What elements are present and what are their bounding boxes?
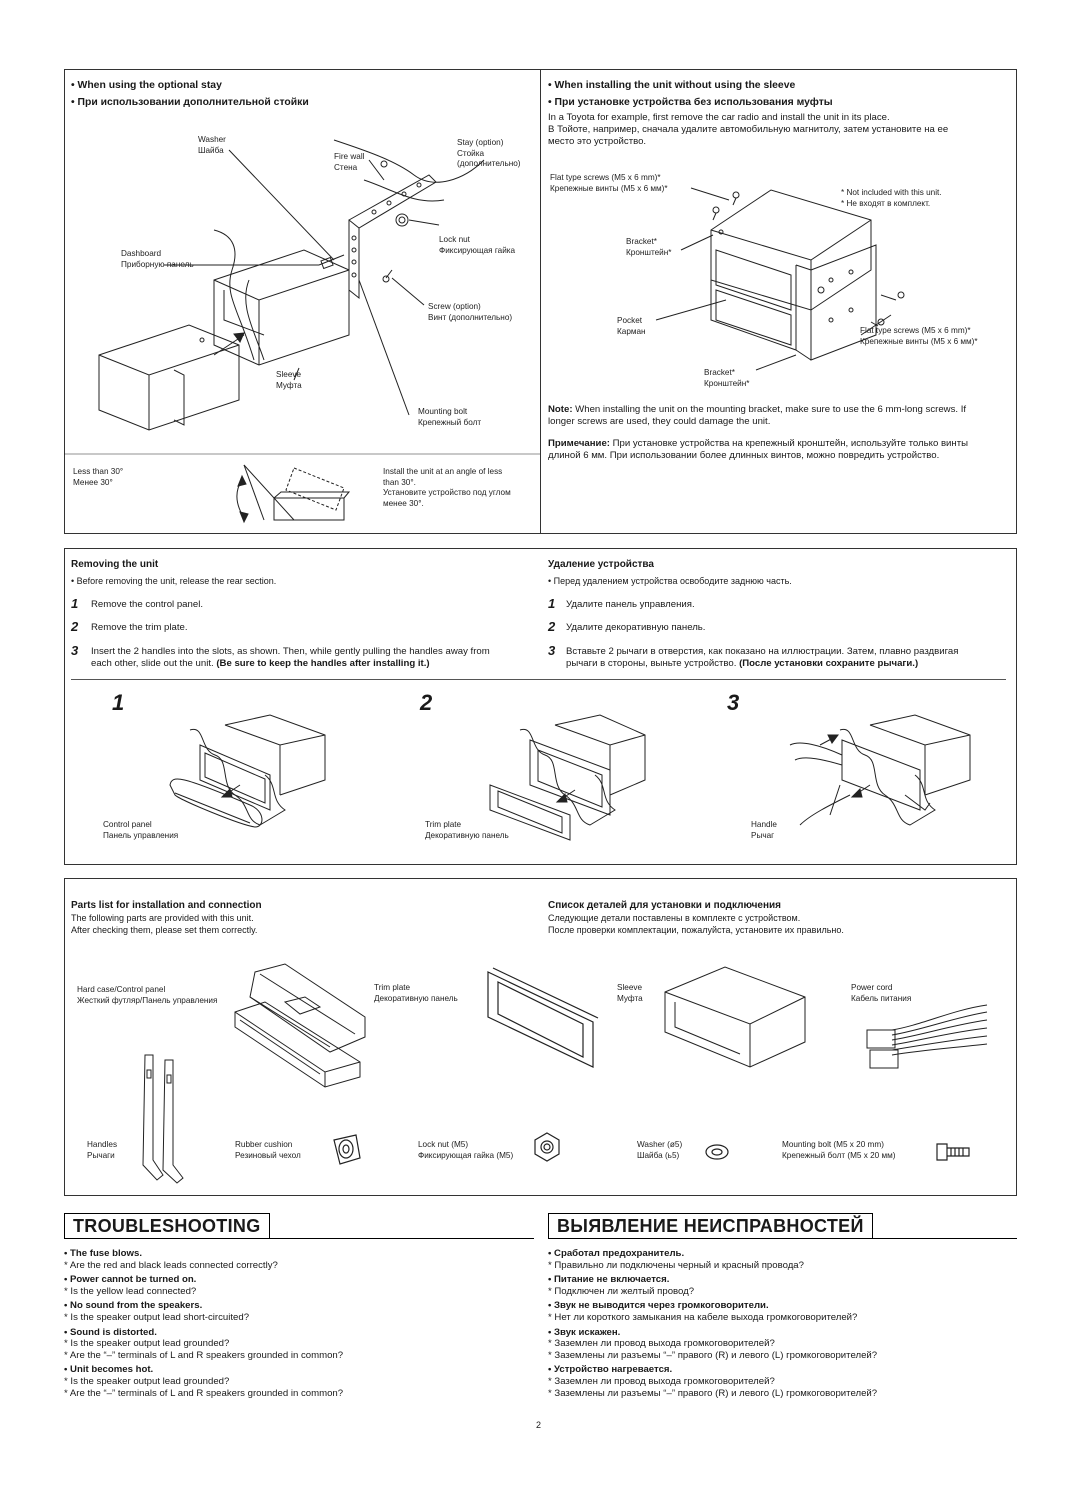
label-lock-nut-part: Lock nut (M5)Фиксирующая гайка (M5) bbox=[418, 1140, 514, 1160]
washer-drawing bbox=[704, 1142, 730, 1162]
ts-item-distorted-ru: • Звук искажен.* Заземлен ли провод выхо… bbox=[548, 1326, 878, 1361]
troubleshooting-rule-en bbox=[64, 1238, 534, 1239]
troubleshooting-title-en: TROUBLESHOOTING bbox=[64, 1213, 270, 1239]
no-sleeve-heading-en: • When installing the unit without using… bbox=[548, 80, 796, 91]
removing-rule bbox=[71, 679, 1006, 680]
parts-text-ru: Следующие детали поставлены в комплекте … bbox=[548, 913, 844, 935]
mounting-bolt-drawing bbox=[933, 1138, 973, 1168]
power-cord-drawing bbox=[862, 1000, 992, 1080]
optional-stay-diagram bbox=[64, 120, 540, 534]
parts-section-frame bbox=[64, 878, 1017, 1196]
label-stay: Stay (option)Стойка(дополнительно) bbox=[457, 138, 521, 168]
ts-item-power: • Power cannot be turned on.* Is the yel… bbox=[64, 1274, 197, 1297]
label-not-included: * Not included with this unit.* Не входя… bbox=[841, 188, 942, 208]
label-flat-screws-1: Flat type screws (M5 x 6 mm)*Крепежные в… bbox=[550, 173, 668, 193]
bracket-diagram bbox=[541, 160, 1017, 400]
note-ru: Примечание: При установке устройства на … bbox=[548, 438, 969, 461]
ts-item-fuse-ru: • Сработал предохранитель.* Правильно ли… bbox=[548, 1248, 804, 1271]
parts-title-ru: Список деталей для установки и подключен… bbox=[548, 900, 781, 911]
ts-item-distorted: • Sound is distorted.* Is the speaker ou… bbox=[64, 1326, 344, 1361]
remove-trim-plate-diagram bbox=[470, 715, 650, 840]
toyota-text: In a Toyota for example, first remove th… bbox=[548, 112, 949, 147]
removing-pre-ru: • Перед удалением устройства освободите … bbox=[548, 576, 792, 586]
troubleshooting-list-en: • The fuse blows.* Are the red and black… bbox=[64, 1245, 534, 1399]
page-number: 2 bbox=[536, 1420, 542, 1430]
removing-section-frame bbox=[64, 548, 1017, 865]
removing-title-ru: Удаление устройства bbox=[548, 559, 654, 570]
label-bracket-2: Bracket*Кронштейн* bbox=[704, 368, 750, 388]
ts-item-hot: • Unit becomes hot.* Is the speaker outp… bbox=[64, 1364, 344, 1399]
label-bracket-1: Bracket*Кронштейн* bbox=[626, 237, 672, 257]
hard-case-drawing bbox=[225, 962, 375, 1092]
handles-drawing bbox=[135, 1050, 195, 1185]
ts-item-fuse: • The fuse blows.* Are the red and black… bbox=[64, 1248, 278, 1271]
remove-unit-handles-diagram bbox=[780, 715, 980, 840]
figure-number-2: 2 bbox=[420, 690, 433, 715]
parts-text-en: The following parts are provided with th… bbox=[71, 913, 258, 935]
troubleshooting-rule-ru bbox=[548, 1238, 1017, 1239]
troubleshooting-list-ru: • Сработал предохранитель.* Правильно ли… bbox=[548, 1245, 1017, 1399]
label-less-than-30: Less than 30°Менее 30° bbox=[73, 467, 124, 487]
optional-stay-heading-en: • When using the optional stay bbox=[71, 80, 222, 91]
no-sleeve-heading-ru: • При установке устройства без использов… bbox=[548, 97, 833, 108]
rubber-cushion-drawing bbox=[326, 1130, 366, 1170]
ts-item-hot-ru: • Устройство нагревается.* Заземлен ли п… bbox=[548, 1364, 878, 1399]
parts-title-en: Parts list for installation and connecti… bbox=[71, 900, 262, 911]
figure-number-1: 1 bbox=[112, 690, 125, 715]
removing-pre-en: • Before removing the unit, release the … bbox=[71, 576, 277, 586]
figure-number-3: 3 bbox=[727, 690, 740, 715]
trim-plate-drawing bbox=[478, 962, 608, 1072]
ts-item-no-sound-ru: • Звук не выводится через громкоговорите… bbox=[548, 1300, 858, 1323]
label-flat-screws-2: Flat type screws (M5 x 6 mm)*Крепежные в… bbox=[860, 326, 978, 346]
lock-nut-drawing bbox=[532, 1130, 562, 1166]
top-section-divider bbox=[540, 69, 541, 534]
label-screw: Screw (option)Винт (дополнительно) bbox=[428, 302, 513, 322]
ts-item-power-ru: • Питание не включается.* Подключен ли ж… bbox=[548, 1274, 695, 1297]
label-mounting-bolt-part: Mounting bolt (M5 x 20 mm)Крепежный болт… bbox=[782, 1140, 896, 1160]
note-en: Note: When installing the unit on the mo… bbox=[548, 404, 967, 427]
ts-item-no-sound: • No sound from the speakers.* Is the sp… bbox=[64, 1300, 250, 1323]
removing-title-en: Removing the unit bbox=[71, 559, 159, 570]
troubleshooting-title-ru: ВЫЯВЛЕНИЕ НЕИСПРАВНОСТЕЙ bbox=[548, 1213, 873, 1239]
sleeve-drawing bbox=[655, 962, 815, 1072]
optional-stay-heading-ru: • При использовании дополнительной стойк… bbox=[71, 97, 309, 108]
remove-control-panel-diagram bbox=[160, 715, 340, 840]
label-washer-part: Washer (ø5)Шайба (ь5) bbox=[637, 1140, 683, 1160]
